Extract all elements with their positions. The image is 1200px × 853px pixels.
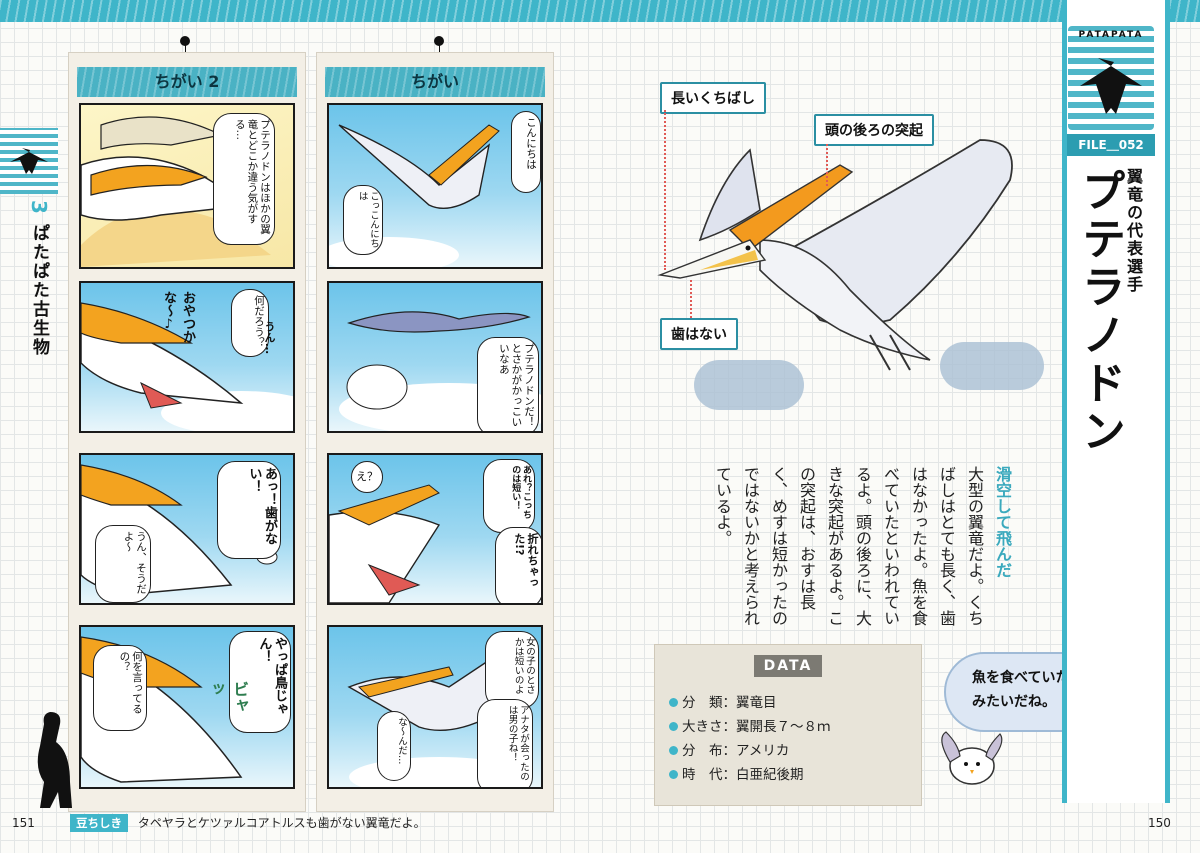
sound-effect: うん… <box>263 321 276 354</box>
comic-panel: こんにちは こっこんにちは <box>327 103 543 269</box>
label-teeth: 歯はない <box>660 318 738 350</box>
comic-panel: 女の子のとさかは短いのよ アナタが会ったのは男の子ね！ な〜んだ… <box>327 625 543 789</box>
data-value: 翼竜目 <box>736 695 777 711</box>
data-row: 時 代：白亜紀後期 <box>669 763 909 787</box>
footnote-text: タペヤラとケツァルコアトルスも歯がない翼竜だよ。 <box>137 816 426 830</box>
speech-bubble: こっこんにちは <box>343 185 383 255</box>
speech-bubble: プテラノドンだ！とさかがかっこいいなあ <box>477 337 539 431</box>
data-key: 分 類 <box>682 695 723 711</box>
strip-pin <box>434 36 444 46</box>
data-row: 分 類：翼竜目 <box>669 691 909 715</box>
file-number: FILE＿052 <box>1067 134 1155 156</box>
data-key: 分 布 <box>682 743 723 759</box>
speech-line: みたいだね。 <box>972 694 1056 710</box>
speech-bubble: 何だろう？ <box>231 289 269 357</box>
speech-bubble: 何を言ってるの？ <box>93 645 147 731</box>
label-crest: 頭の後ろの突起 <box>814 114 934 146</box>
dinosaur-silhouette-icon <box>37 712 72 808</box>
speech-bubble: プテラノドンはほかの翼竜とどこか違う気がする… <box>213 113 275 245</box>
label-connector <box>690 280 692 318</box>
comic-panel: やっぱ鳥じゃん！ 何を言ってるの？ ビャッ <box>79 625 295 789</box>
label-connector <box>664 110 666 270</box>
cloud-decoration <box>940 342 1044 390</box>
strip-pin-line <box>439 40 440 56</box>
strip-title-right: ちがい <box>325 67 545 97</box>
bullet-icon <box>669 698 678 707</box>
bullet-icon <box>669 722 678 731</box>
strip-pin-line <box>185 40 186 56</box>
strip-pin <box>180 36 190 46</box>
chapter-tab <box>0 128 58 194</box>
pteranodon-drawing <box>329 484 441 603</box>
speech-bubble: アナタが会ったのは男の子ね！ <box>477 699 533 787</box>
chapter-number: 3 <box>27 200 51 216</box>
data-value: 翼開長７〜８ｍ <box>736 719 831 735</box>
pteranodon-drawing <box>81 302 293 431</box>
label-connector <box>826 144 828 186</box>
data-label: DATA <box>753 655 823 677</box>
title-block: 翼竜の代表選手 プテラノドン <box>1074 168 1145 688</box>
description-heading: 滑空して飛んだ <box>993 466 1012 578</box>
brand-emblem: PATAPATA <box>1068 26 1154 130</box>
top-decorative-band <box>0 0 1200 22</box>
data-value: アメリカ <box>736 743 790 759</box>
bullet-icon <box>669 770 678 779</box>
speech-line: 魚を食べていた <box>972 670 1070 686</box>
footnote-label: 豆ちしき <box>70 814 128 832</box>
page-number-right: 150 <box>1148 816 1171 830</box>
pteranodon-icon <box>1080 58 1142 114</box>
comic-panel: おやつかな〜♪ 何だろう？ うん… <box>79 281 295 433</box>
data-key: 時 代 <box>682 767 723 783</box>
data-value: 白亜紀後期 <box>736 767 804 783</box>
comic-panel: プテラノドンはほかの翼竜とどこか違う気がする… <box>79 103 295 269</box>
description-text: 大型の翼竜だよ。くちばしはとても長く、歯はなかったよ。魚を食べていたといわれてい… <box>713 466 984 626</box>
data-row: 大きさ：翼開長７〜８ｍ <box>669 715 909 739</box>
comic-panel: あっ！歯がない！ うん、そうだよ〜 <box>79 453 295 605</box>
speech-bubble: こんにちは <box>511 111 541 193</box>
strip-title-left: ちがい 2 <box>77 67 297 97</box>
subtitle: 翼竜の代表選手 <box>1124 168 1143 294</box>
speech-bubble: 女の子のとさかは短いのよ <box>485 631 539 709</box>
data-header: DATA <box>655 655 921 677</box>
data-row: 分 布：アメリカ <box>669 739 909 763</box>
speech-bubble: あっ！歯がない！ <box>217 461 281 559</box>
chapter-name: ぱたぱた古生物 <box>29 223 49 357</box>
data-key: 大きさ <box>682 719 723 735</box>
brand-name: PATAPATA <box>1078 30 1144 40</box>
speech-bubble: うん、そうだよ〜 <box>95 525 151 603</box>
speech-bubble: あれ？こっちのは短い！ <box>483 459 535 533</box>
sound-effect: おやつかな〜♪ <box>161 291 195 343</box>
comic-strip-left: ちがい 2 プテラノドンはほかの翼竜とどこか違う気がする… おやつかな〜♪ 何だ… <box>68 52 306 812</box>
data-list: 分 類：翼竜目 大きさ：翼開長７〜８ｍ 分 布：アメリカ 時 代：白亜紀後期 <box>669 691 909 787</box>
comic-strip-right: ちがい こんにちは こっこんにちは プテラノドンだ！とさかがかっこいいなあ え？… <box>316 52 554 812</box>
speech-bubble: な〜んだ… <box>377 711 411 781</box>
data-box: DATA 分 類：翼竜目 大きさ：翼開長７〜８ｍ 分 布：アメリカ 時 代：白亜… <box>654 644 922 806</box>
pteranodon-illustration <box>657 139 1013 371</box>
speech-bubble: やっぱ鳥じゃん！ <box>229 631 291 733</box>
page-number-left: 151 <box>12 816 35 830</box>
comic-panel: え？ あれ？こっちのは短い！ 折れちゃった!? <box>327 453 543 605</box>
speech-bubble: え？ <box>351 461 383 493</box>
speech-bubble: 折れちゃった!? <box>495 527 541 603</box>
comic-panel: プテラノドンだ！とさかがかっこいいなあ <box>327 281 543 433</box>
cloud-decoration <box>694 360 804 410</box>
chapter-title: 3 ぱたぱた古生物 <box>14 200 51 357</box>
page-title: プテラノドン <box>1074 168 1125 456</box>
footnote: 豆ちしき タペヤラとケツァルコアトルスも歯がない翼竜だよ。 <box>70 814 426 832</box>
description: 滑空して飛んだ 大型の翼竜だよ。くちばしはとても長く、歯はなかったよ。魚を食べて… <box>700 466 1016 626</box>
pteranodon-icon <box>10 148 48 174</box>
bullet-icon <box>669 746 678 755</box>
title-column <box>1062 0 1170 803</box>
sound-effect: ビャッ <box>206 681 249 713</box>
bird-mascot-icon <box>941 731 1003 785</box>
label-beak: 長いくちばし <box>660 82 766 114</box>
